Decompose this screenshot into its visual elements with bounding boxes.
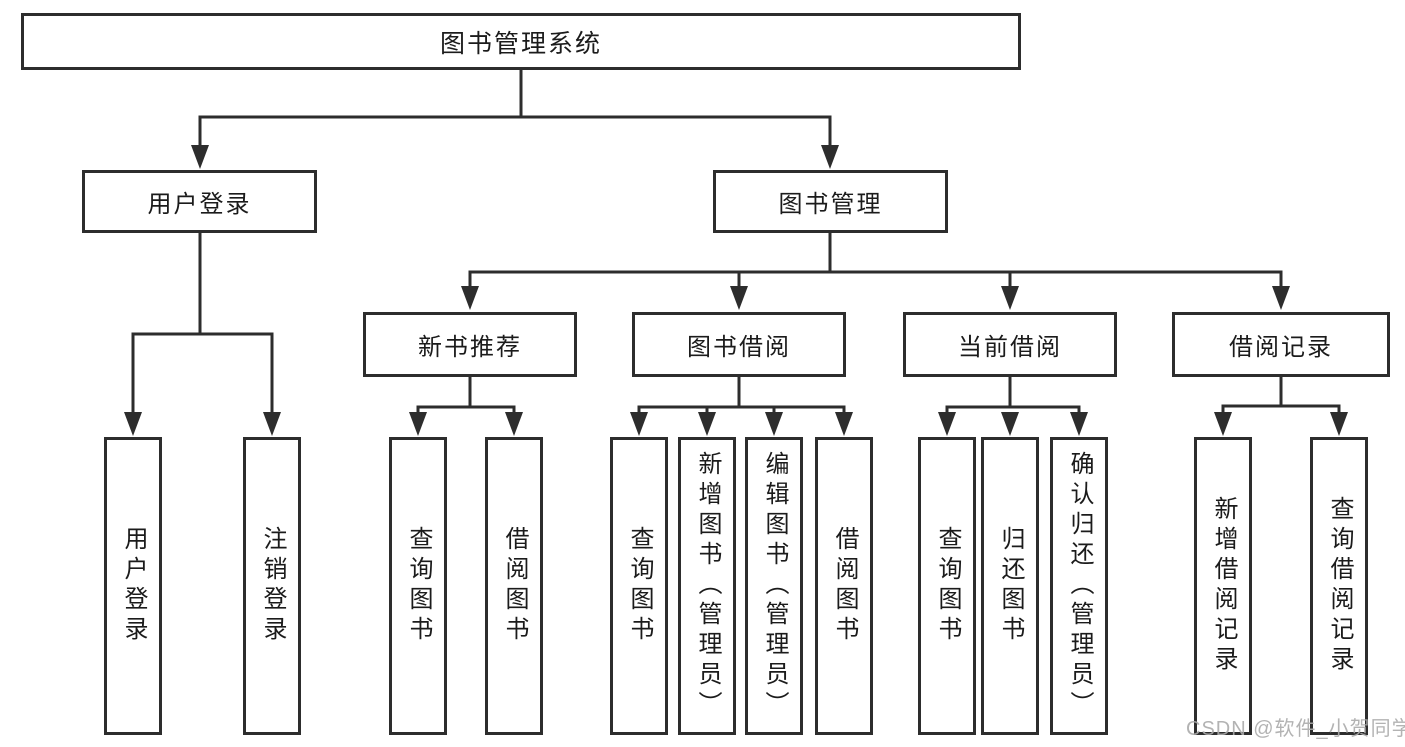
leaf-current-query-books: 查询图书 xyxy=(918,437,976,735)
arrow-down-icon xyxy=(821,145,839,169)
arrow-down-icon xyxy=(1214,412,1232,436)
arrow-down-icon xyxy=(409,412,427,436)
arrow-down-icon xyxy=(191,145,209,169)
leaf-add-books-admin: 新增图书（管理员） xyxy=(678,437,736,735)
leaf-query-borrow-record: 查询借阅记录 xyxy=(1310,437,1368,735)
arrow-down-icon xyxy=(505,412,523,436)
arrow-down-icon xyxy=(938,412,956,436)
leaf-recommend-borrow-books: 借阅图书 xyxy=(485,437,543,735)
arrow-down-icon xyxy=(1001,286,1019,310)
leaf-borrowing-borrow-books: 借阅图书 xyxy=(815,437,873,735)
arrow-down-icon xyxy=(1070,412,1088,436)
node-new-book-recommend: 新书推荐 xyxy=(363,312,577,377)
leaf-user-login: 用户登录 xyxy=(104,437,162,735)
leaf-recommend-query-books: 查询图书 xyxy=(389,437,447,735)
arrow-down-icon xyxy=(1330,412,1348,436)
leaf-logout: 注销登录 xyxy=(243,437,301,735)
leaf-edit-books-admin: 编辑图书（管理员） xyxy=(745,437,803,735)
arrow-down-icon xyxy=(461,286,479,310)
node-user-login: 用户登录 xyxy=(82,170,317,233)
arrowheads xyxy=(124,145,1348,436)
csdn-watermark: CSDN @软件_小贺同学 xyxy=(1186,718,1405,740)
node-book-borrowing: 图书借阅 xyxy=(632,312,846,377)
arrow-down-icon xyxy=(1001,412,1019,436)
arrow-down-icon xyxy=(730,286,748,310)
node-library-system: 图书管理系统 xyxy=(21,13,1021,70)
arrow-down-icon xyxy=(765,412,783,436)
arrow-down-icon xyxy=(1272,286,1290,310)
arrow-down-icon xyxy=(263,412,281,436)
arrow-down-icon xyxy=(630,412,648,436)
leaf-borrowing-query-books: 查询图书 xyxy=(610,437,668,735)
leaf-confirm-return-admin: 确认归还（管理员） xyxy=(1050,437,1108,735)
arrow-down-icon xyxy=(124,412,142,436)
arrow-down-icon xyxy=(698,412,716,436)
leaf-return-books: 归还图书 xyxy=(981,437,1039,735)
node-current-borrowing: 当前借阅 xyxy=(903,312,1117,377)
node-borrowing-records: 借阅记录 xyxy=(1172,312,1390,377)
arrow-down-icon xyxy=(835,412,853,436)
node-book-management: 图书管理 xyxy=(713,170,948,233)
leaf-add-borrow-record: 新增借阅记录 xyxy=(1194,437,1252,735)
